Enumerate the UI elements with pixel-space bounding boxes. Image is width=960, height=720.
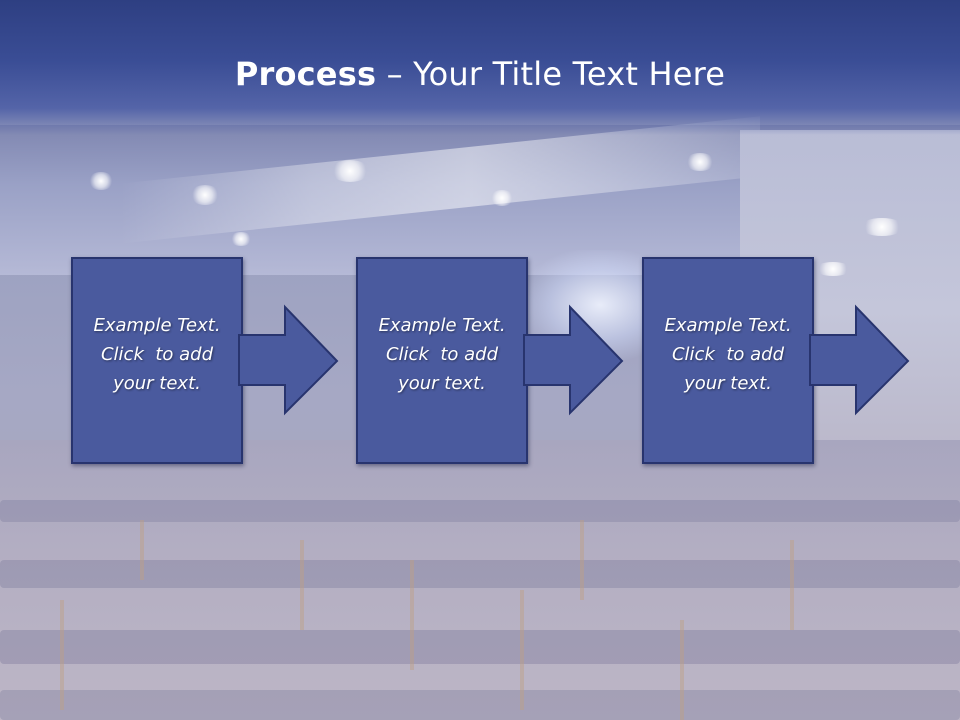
step-text[interactable]: Example Text. Click to add your text. [356, 311, 528, 398]
process-step-1: Example Text. Click to add your text. [71, 257, 411, 467]
ceiling-light [685, 153, 715, 171]
step-text-line-1: Example Text. [378, 315, 506, 336]
step-text-line-2: Click to add [385, 344, 498, 365]
ceiling-light [88, 172, 114, 190]
step-box[interactable] [71, 257, 243, 464]
chair-row [0, 560, 960, 588]
chair-leg [680, 620, 684, 720]
step-box[interactable] [642, 257, 814, 464]
step-text[interactable]: Example Text. Click to add your text. [642, 311, 814, 398]
floor [0, 440, 960, 720]
ceiling-light [230, 232, 252, 246]
step-text-line-2: Click to add [671, 344, 784, 365]
step-text-line-3: your text. [398, 373, 486, 394]
process-step-3: Example Text. Click to add your text. [642, 257, 960, 467]
step-text-line-3: your text. [113, 373, 201, 394]
chair-leg [790, 540, 794, 630]
slide-title[interactable]: Process – Your Title Text Here [0, 54, 960, 94]
arrow-right-icon [523, 304, 624, 416]
step-text-line-1: Example Text. [664, 315, 792, 336]
arrow-right-icon [809, 304, 910, 416]
chair-leg [410, 560, 414, 670]
process-step-2: Example Text. Click to add your text. [356, 257, 696, 467]
arrow-right-icon [238, 304, 339, 416]
chair-leg [300, 540, 304, 630]
title-bold: Process [234, 55, 377, 93]
chair-row [0, 500, 960, 522]
ceiling-light [190, 185, 220, 205]
ceiling-light [490, 190, 514, 206]
step-text-line-1: Example Text. [93, 315, 221, 336]
step-text[interactable]: Example Text. Click to add your text. [71, 311, 243, 398]
step-text-line-2: Click to add [100, 344, 213, 365]
chair-row [0, 690, 960, 720]
title-bar [0, 0, 960, 135]
step-box[interactable] [356, 257, 528, 464]
chair-leg [520, 590, 524, 710]
ceiling-light [860, 218, 904, 236]
chair-leg [140, 520, 144, 580]
step-text-line-3: your text. [684, 373, 772, 394]
ceiling-light [330, 160, 370, 182]
chair-row [0, 630, 960, 664]
chair-leg [60, 600, 64, 710]
ceiling-light [815, 262, 851, 276]
title-rest: – Your Title Text Here [376, 55, 726, 93]
chair-leg [580, 520, 584, 600]
